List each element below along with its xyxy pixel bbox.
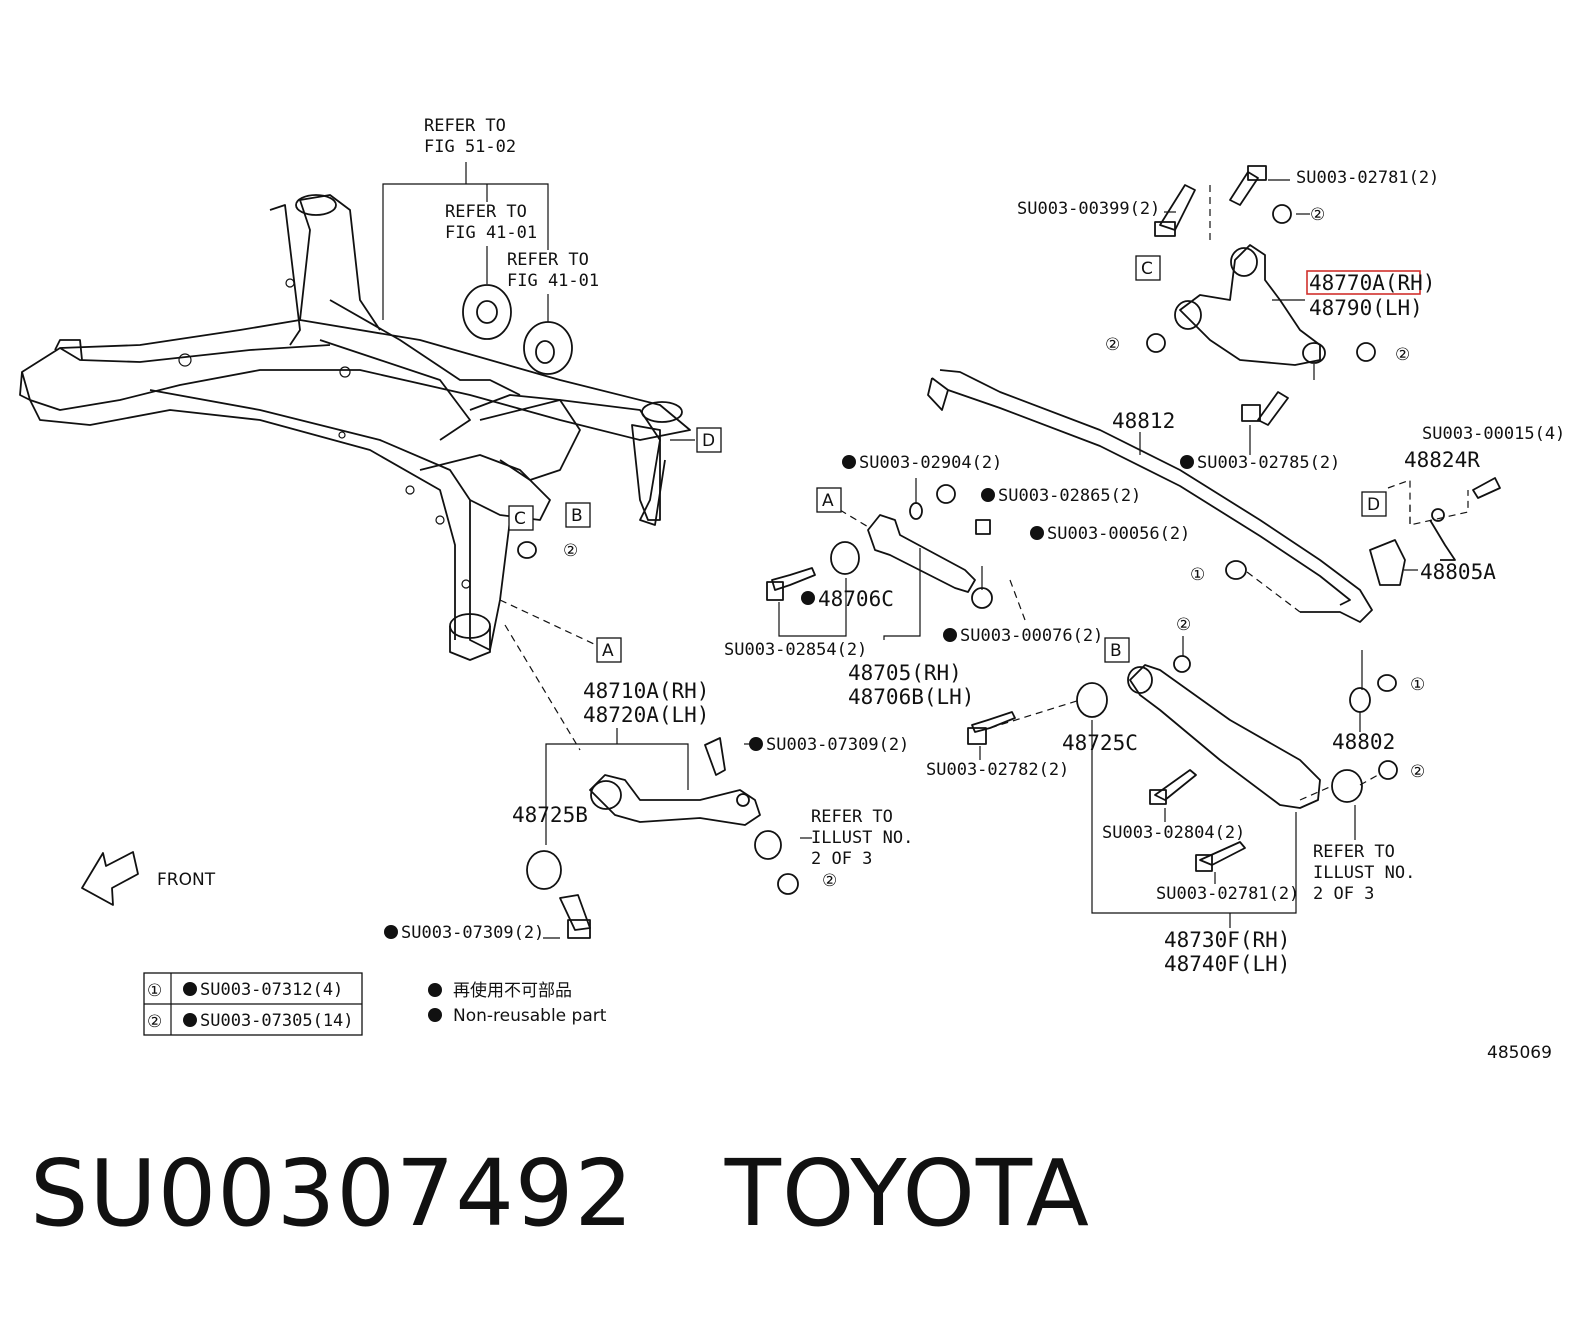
- ref-box-a-subframe: A: [596, 637, 622, 663]
- part-number: SU00307492: [30, 1140, 635, 1247]
- brand-name: TOYOTA: [724, 1140, 1090, 1247]
- fastener-00076: SU003-00076(2): [943, 626, 1103, 646]
- upper-bolt-label: SU003-02781(2): [1296, 168, 1439, 188]
- part-48706C: 48706C: [801, 587, 894, 611]
- ref-box-b-lower: B: [1104, 637, 1130, 663]
- part-48770A-label: 48770A(RH): [1309, 271, 1435, 295]
- legend-notes: 再使用不可部品 Non-reusable part: [428, 980, 607, 1026]
- circ-two-upper-b: ②: [1105, 335, 1120, 355]
- upper-bolt-small-label: SU003-00399(2): [1017, 199, 1160, 219]
- svg-text:D: D: [1367, 495, 1380, 515]
- part-48802-label: 48802: [1332, 730, 1395, 754]
- part-48725B-label: 48725B: [512, 803, 588, 827]
- ref-box-a-toe: A: [816, 487, 842, 513]
- refer-illust-a-line2: ILLUST NO.: [811, 828, 913, 848]
- fastener-02865: SU003-02865(2): [981, 486, 1141, 506]
- refer-illust-b-line2: ILLUST NO.: [1313, 863, 1415, 883]
- part-48824R-label: 48824R: [1404, 448, 1480, 472]
- part-48812-label: 48812: [1112, 409, 1175, 433]
- fastener-02804-label: SU003-02804(2): [1102, 823, 1245, 843]
- fastener-02781-bottom-label: SU003-02781(2): [1156, 884, 1299, 904]
- refer-illust-a-line1: REFER TO: [811, 807, 893, 827]
- circ-two-lower-b: ②: [1410, 762, 1425, 782]
- illustration-id: 485069: [1487, 1043, 1552, 1063]
- svg-text:48706C: 48706C: [818, 587, 894, 611]
- refer-fig-51-02-line2: FIG 51-02: [424, 137, 516, 157]
- refer-illust-a-line3: 2 OF 3: [811, 849, 872, 869]
- ref-box-d-stabilizer: D: [1361, 491, 1387, 517]
- svg-text:SU003-00076(2): SU003-00076(2): [960, 626, 1103, 646]
- fastener-02782-label: SU003-02782(2): [926, 760, 1069, 780]
- refer-illust-b-line1: REFER TO: [1313, 842, 1395, 862]
- circ-two-upper-a: ②: [1310, 205, 1325, 225]
- highlight-48770A: [1306, 270, 1421, 295]
- front-arrow-icon: [81, 851, 139, 906]
- subframe-callout-lines: [382, 162, 695, 751]
- circ-two-trailing: ②: [822, 871, 837, 891]
- circ-one-link: ①: [1410, 675, 1425, 695]
- fastener-02785: SU003-02785(2): [1180, 453, 1340, 473]
- fastener-00015-label: SU003-00015(4): [1422, 424, 1565, 444]
- svg-text:SU003-02865(2): SU003-02865(2): [998, 486, 1141, 506]
- part-48725C-label: 48725C: [1062, 731, 1138, 755]
- front-label: FRONT: [157, 870, 216, 890]
- part-48720A-label: 48720A(LH): [583, 703, 709, 727]
- part-48730F-label: 48730F(RH): [1164, 928, 1290, 952]
- svg-text:SU003-07309(2): SU003-07309(2): [766, 735, 909, 755]
- svg-text:SU003-02904(2): SU003-02904(2): [859, 453, 1002, 473]
- svg-text:B: B: [571, 506, 583, 526]
- footer-title: SU00307492 TOYOTA: [30, 1140, 1090, 1247]
- toe-arm-assembly: [766, 478, 1026, 640]
- part-48805A-label: 48805A: [1420, 560, 1496, 584]
- fastener-07309-lower: SU003-07309(2): [384, 923, 544, 943]
- ref-box-c-subframe: C: [508, 505, 534, 531]
- rear-subframe-illustration: [19, 194, 691, 661]
- ref-box-c-upper: C: [1135, 255, 1161, 281]
- ref-box-d-subframe: D: [696, 427, 722, 453]
- refer-fig-51-02-line1: REFER TO: [424, 116, 506, 136]
- trailing-arm-assembly: [526, 728, 812, 939]
- refer-fig-41-01-b-line1: REFER TO: [507, 250, 589, 270]
- stabilizer-bar-assembly: [927, 369, 1501, 732]
- svg-text:A: A: [602, 641, 614, 661]
- fastener-02904: SU003-02904(2): [842, 453, 1002, 473]
- circ-two-lower-a: ②: [1176, 615, 1191, 635]
- circ-two-upper-c: ②: [1395, 345, 1410, 365]
- refer-fig-41-01-b-line2: FIG 41-01: [507, 271, 599, 291]
- svg-text:C: C: [1141, 259, 1153, 279]
- legend-table: ① SU003-07312(4) ② SU003-07305(14): [143, 972, 363, 1036]
- svg-text:②: ②: [563, 541, 578, 561]
- legend-row1-mark: ①: [147, 981, 162, 1001]
- svg-text:SU003-00056(2): SU003-00056(2): [1047, 524, 1190, 544]
- part-48740F-label: 48740F(LH): [1164, 952, 1290, 976]
- nut-subframe: ②: [517, 541, 578, 561]
- fastener-02854-label: SU003-02854(2): [724, 640, 867, 660]
- refer-fig-41-01-a-line2: FIG 41-01: [445, 223, 537, 243]
- svg-text:SU003-07309(2): SU003-07309(2): [401, 923, 544, 943]
- refer-illust-b-line3: 2 OF 3: [1313, 884, 1374, 904]
- ref-box-b-subframe: B: [565, 502, 591, 528]
- svg-text:A: A: [822, 491, 834, 511]
- note-english: Non-reusable part: [453, 1006, 607, 1026]
- legend-row2-code: SU003-07305(14): [200, 1011, 354, 1031]
- part-48706B-label: 48706B(LH): [848, 685, 974, 709]
- svg-text:D: D: [702, 431, 715, 451]
- part-48710A-label: 48710A(RH): [583, 679, 709, 703]
- part-48705-label: 48705(RH): [848, 661, 962, 685]
- svg-text:B: B: [1110, 641, 1122, 661]
- fastener-00056: SU003-00056(2): [1030, 524, 1190, 544]
- part-48790-label: 48790(LH): [1309, 296, 1423, 320]
- svg-text:SU003-02785(2): SU003-02785(2): [1197, 453, 1340, 473]
- note-japanese: 再使用不可部品: [453, 980, 572, 1001]
- legend-row1-code: SU003-07312(4): [200, 980, 343, 1000]
- legend-row2-mark: ②: [147, 1012, 162, 1032]
- refer-fig-41-01-a-line1: REFER TO: [445, 202, 527, 222]
- fastener-07309-upper: SU003-07309(2): [749, 735, 909, 755]
- lower-control-arm-assembly: [967, 636, 1398, 928]
- svg-text:C: C: [514, 509, 526, 529]
- circ-one-stabilizer: ①: [1190, 565, 1205, 585]
- upper-control-arm-assembly: [1146, 165, 1376, 455]
